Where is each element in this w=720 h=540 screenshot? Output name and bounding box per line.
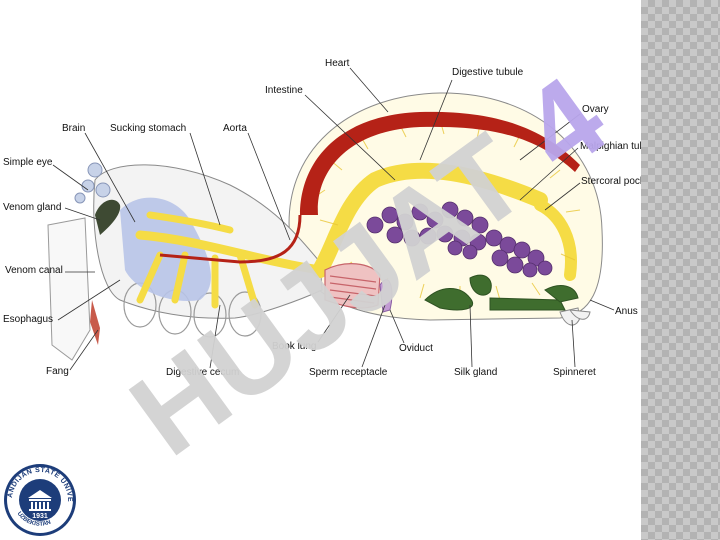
leg-stubs bbox=[123, 282, 262, 338]
label-esophagus: Esophagus bbox=[3, 314, 54, 325]
chelicera bbox=[47, 217, 91, 361]
label-venom-canal: Venom canal bbox=[5, 265, 63, 276]
label-anus: Anus bbox=[615, 306, 638, 317]
label-venom-gland: Venom gland bbox=[3, 202, 62, 213]
label-spinneret: Spinneret bbox=[553, 367, 596, 378]
fang-shape bbox=[90, 300, 100, 345]
spinneret-shape bbox=[559, 307, 591, 326]
label-aorta: Aorta bbox=[223, 123, 247, 134]
label-simple-eye: Simple eye bbox=[3, 157, 53, 168]
label-book-lung: Book lung bbox=[272, 341, 317, 352]
university-seal-logo: ANDIJAN STATE UNIVERSITY UZBEKISTAN 1931 bbox=[2, 462, 76, 536]
simple-eyes bbox=[74, 162, 111, 204]
label-oviduct: Oviduct bbox=[399, 343, 433, 354]
label-brain: Brain bbox=[62, 123, 86, 134]
label-sucking-stomach: Sucking stomach bbox=[110, 123, 187, 134]
label-silk-gland: Silk gland bbox=[454, 367, 498, 378]
label-fang: Fang bbox=[46, 366, 69, 377]
ovary-cluster bbox=[366, 201, 553, 278]
label-digestive-cecum: Digestive cecum bbox=[166, 367, 240, 378]
label-malpighian-tubule: Malpighian tubule bbox=[580, 141, 659, 152]
decorative-side-panel bbox=[641, 0, 720, 540]
label-ovary: Ovary bbox=[582, 104, 609, 115]
label-intestine: Intestine bbox=[265, 85, 303, 96]
label-sperm-receptacle: Sperm receptacle bbox=[309, 367, 388, 378]
label-digestive-tubule: Digestive tubule bbox=[452, 67, 524, 78]
label-heart: Heart bbox=[325, 58, 350, 69]
leader-lines bbox=[52, 67, 615, 371]
seal-year: 1931 bbox=[32, 513, 48, 520]
digestive-system bbox=[135, 162, 577, 309]
book-lung-shape bbox=[324, 263, 381, 309]
venom-gland-shape bbox=[95, 199, 121, 235]
silk-gland-shape bbox=[424, 274, 579, 311]
seal-building-icon bbox=[28, 490, 52, 511]
aorta-vessel bbox=[159, 214, 302, 264]
label-stercoral-pocket: Stercoral pocket bbox=[581, 176, 654, 187]
